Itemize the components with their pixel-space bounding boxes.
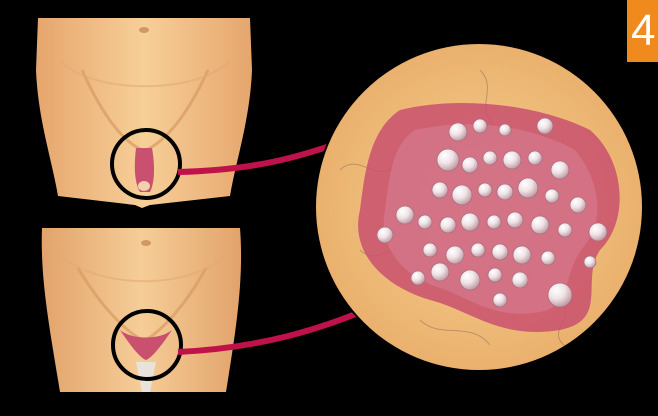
slide-number: 4 bbox=[631, 6, 655, 55]
magnified-view bbox=[314, 42, 644, 372]
slide-number-badge: 4 bbox=[627, 0, 658, 62]
male-pelvis-figure bbox=[36, 18, 252, 208]
